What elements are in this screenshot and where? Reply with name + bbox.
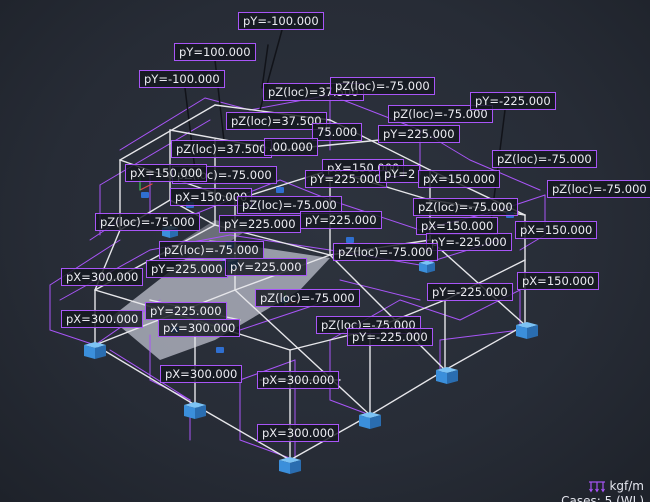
load-label[interactable]: pZ(loc)=37.500	[226, 112, 327, 130]
label-leader-line	[261, 44, 269, 89]
node-marker[interactable]	[276, 187, 284, 193]
load-label[interactable]: .00.000	[264, 138, 318, 156]
load-label[interactable]: pX=150.000	[416, 217, 499, 235]
load-label[interactable]: 75.000	[312, 123, 363, 141]
load-diagram-line	[439, 329, 521, 341]
load-label[interactable]: pX=300.000	[257, 424, 340, 442]
load-label[interactable]: pY=225.000	[146, 260, 228, 278]
load-diagram-line	[399, 299, 461, 321]
frame-member[interactable]	[444, 324, 526, 371]
support-cube-left[interactable]	[436, 369, 447, 384]
load-label[interactable]: pZ(loc)=-75.000	[95, 213, 200, 231]
load-label[interactable]: pZ(loc)=-75.000	[237, 196, 342, 214]
load-label[interactable]: pY=-225.000	[347, 328, 433, 346]
load-diagram-line	[239, 439, 296, 461]
load-label[interactable]: pZ(loc)=37.500	[171, 140, 272, 158]
load-diagram-line	[99, 119, 211, 186]
load-diagram-line	[329, 399, 371, 416]
support-cube-right[interactable]	[527, 324, 538, 339]
node-marker[interactable]	[141, 192, 149, 198]
support-cube-right[interactable]	[370, 414, 381, 429]
load-label[interactable]: pY=100.000	[174, 43, 256, 61]
load-label[interactable]: pX=150.000	[170, 188, 253, 206]
load-label[interactable]: pZ(loc)=-75.000	[330, 77, 435, 95]
support-cube-left[interactable]	[279, 459, 290, 474]
load-diagram-line	[339, 279, 421, 301]
frame-member[interactable]	[194, 404, 291, 461]
load-label[interactable]: pY=2	[379, 165, 421, 183]
support-cube-left[interactable]	[516, 324, 527, 339]
load-label[interactable]: pY=225.000	[300, 211, 382, 229]
node-marker[interactable]	[346, 237, 354, 243]
support-cube-top[interactable]	[359, 411, 381, 418]
load-label[interactable]: pZ(loc)=-75.000	[388, 105, 493, 123]
load-label[interactable]: pX=300.000	[61, 268, 144, 286]
support-cube-top[interactable]	[436, 366, 458, 373]
load-label[interactable]: pY=-225.000	[427, 283, 513, 301]
load-label[interactable]: pY=-225.000	[426, 233, 512, 251]
load-label[interactable]: pY=225.000	[378, 125, 460, 143]
support-cube-left[interactable]	[359, 414, 370, 429]
support-cube-top[interactable]	[279, 456, 301, 463]
support-cube-right[interactable]	[95, 344, 106, 359]
load-label[interactable]: pX=150.000	[515, 221, 598, 239]
support-cube-left[interactable]	[84, 344, 95, 359]
support-cube-right[interactable]	[427, 262, 435, 273]
load-label[interactable]: pZ(loc)=-75.000	[413, 198, 518, 216]
load-diagram-line	[49, 329, 96, 346]
support-cube-top[interactable]	[516, 321, 538, 328]
node-marker[interactable]	[216, 347, 224, 353]
load-label[interactable]: pZ(loc)=-75.000	[492, 150, 597, 168]
load-cases-label: Cases: 5 (WL)	[561, 494, 644, 502]
load-label[interactable]: pY=225.000	[225, 258, 307, 276]
support-cube-left[interactable]	[184, 404, 195, 419]
load-label[interactable]: pY=-225.000	[470, 92, 556, 110]
load-label[interactable]: pX=300.000	[160, 365, 243, 383]
support-cube-top[interactable]	[184, 401, 206, 408]
load-label[interactable]: pZ(loc)=-75.000	[547, 180, 650, 198]
frame-member[interactable]	[94, 344, 196, 406]
legend: kgf/m Cases: 5 (WL)	[561, 479, 644, 502]
load-label[interactable]: pZ(loc)=-75.000	[333, 243, 438, 261]
support-cube-top[interactable]	[84, 341, 106, 348]
load-label[interactable]: pX=150.000	[517, 272, 600, 290]
support-cube-right[interactable]	[447, 369, 458, 384]
frame-member[interactable]	[369, 369, 446, 416]
support-cube-right[interactable]	[290, 459, 301, 474]
frame-member[interactable]	[329, 254, 446, 371]
distributed-load-icon	[589, 480, 606, 492]
load-diagram-line	[469, 159, 541, 191]
local-axis-x	[139, 183, 153, 191]
frame-member[interactable]	[119, 104, 216, 161]
load-label[interactable]: pY=225.000	[219, 215, 301, 233]
load-label[interactable]: pY=-100.000	[238, 12, 324, 30]
load-label[interactable]: pY=-100.000	[139, 70, 225, 88]
load-label[interactable]: pX=300.000	[158, 319, 241, 337]
load-units-label: kgf/m	[609, 479, 644, 493]
load-label[interactable]: pX=150.000	[418, 170, 501, 188]
load-label[interactable]: pX=150.000	[125, 164, 208, 182]
load-diagram-line	[119, 97, 206, 151]
load-label[interactable]: pX=300.000	[61, 310, 144, 328]
load-label[interactable]: pX=300.000	[257, 371, 340, 389]
frame-member[interactable]	[234, 289, 371, 416]
support-cube-right[interactable]	[195, 404, 206, 419]
load-label[interactable]: pZ(loc)=-75.000	[255, 289, 360, 307]
load-diagram-line	[239, 359, 296, 381]
load-label[interactable]: pY=225.000	[305, 170, 387, 188]
load-label[interactable]: pZ(loc)=-75.000	[159, 241, 264, 259]
frame-member[interactable]	[429, 239, 526, 326]
load-label[interactable]: pY=225.000	[145, 302, 227, 320]
support-cube-left[interactable]	[419, 262, 427, 273]
